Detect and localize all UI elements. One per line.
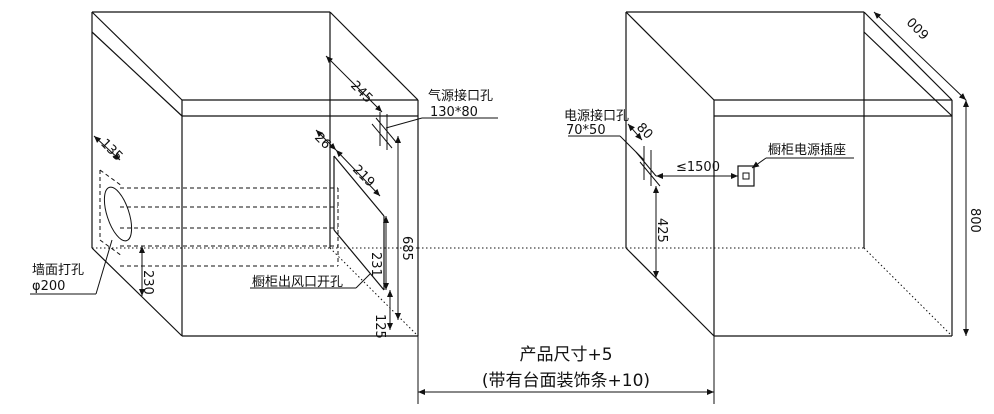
right-dimensions bbox=[568, 11, 969, 336]
power-inlet-hatch bbox=[635, 146, 661, 187]
dim-800: 800 bbox=[967, 208, 982, 233]
dim-230: 230 bbox=[140, 270, 155, 295]
product-size-label: 产品尺寸+5 bbox=[519, 345, 612, 365]
dim-231: 231 bbox=[368, 252, 383, 277]
gas-inlet-size: 130*80 bbox=[430, 105, 478, 120]
wall-hole-size: φ200 bbox=[32, 279, 65, 294]
dim-425: 425 bbox=[654, 218, 669, 243]
dim-80: 80 bbox=[633, 120, 655, 142]
dim-685: 685 bbox=[399, 236, 414, 261]
dim-135: 135 bbox=[97, 136, 125, 164]
cabinet-socket-icon bbox=[737, 165, 755, 187]
wall-hole-label: 墙面打孔 bbox=[32, 263, 84, 278]
with-trim-label: (带有台面装饰条+10) bbox=[482, 371, 650, 391]
cabinet-socket-label: 橱柜电源插座 bbox=[768, 143, 846, 158]
dim-219: 219 bbox=[349, 162, 377, 190]
wall-hole bbox=[99, 169, 339, 267]
dim-600: 600 bbox=[905, 14, 933, 42]
left-dimensions bbox=[30, 55, 498, 330]
dim-125: 125 bbox=[372, 314, 387, 339]
dim-1500: ≤1500 bbox=[676, 160, 720, 175]
product-size-dimension bbox=[417, 336, 715, 404]
dim-245: 245 bbox=[347, 78, 375, 106]
right-cabinet bbox=[418, 11, 953, 337]
power-inlet-size: 70*50 bbox=[566, 123, 606, 138]
cabinet-vent-label: 橱柜出风口开孔 bbox=[252, 275, 343, 290]
gas-inlet-hatch bbox=[371, 112, 397, 150]
power-inlet-label: 电源接口孔 bbox=[564, 108, 629, 124]
gas-inlet-label: 气源接口孔 bbox=[428, 88, 493, 104]
